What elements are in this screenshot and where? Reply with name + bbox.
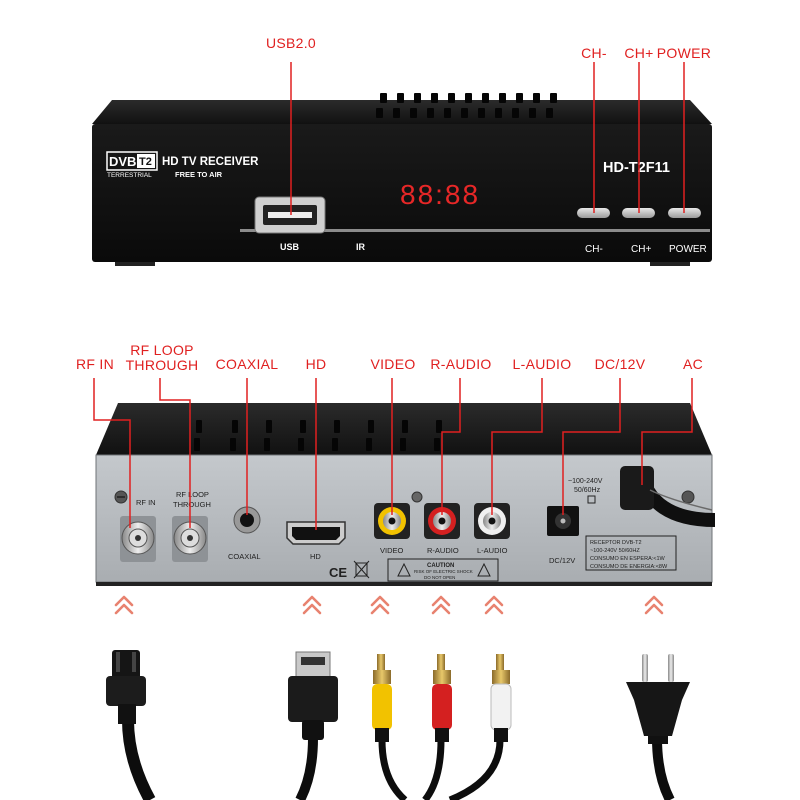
- screw-icon: [411, 491, 423, 503]
- power-button-label: POWER: [669, 244, 707, 255]
- eu-power-plug: [626, 654, 690, 800]
- spec-line-1: RECEPTOR DVB-T2: [590, 540, 642, 546]
- hdmi-cable-plug: [288, 651, 338, 800]
- rf-loop-panel-label-2: THROUGH: [173, 500, 211, 509]
- caution-line-2: DO NOT OPEN: [424, 575, 455, 580]
- receiver-top-face: [92, 100, 712, 124]
- rf-loop-callout-label: RF LOOP THROUGH: [125, 342, 199, 373]
- ch-plus-button-label: CH+: [631, 244, 651, 255]
- chevron-up-icon: [302, 595, 322, 615]
- model-name: HD-T2F11: [603, 160, 670, 176]
- rf-loop-panel-label-1: RF LOOP: [176, 490, 209, 499]
- ch-minus-button-label: CH-: [585, 244, 603, 255]
- spec-line-3: CONSUMO EN ESPERA:<1W: [590, 556, 666, 562]
- coaxial-connector[interactable]: [233, 506, 261, 534]
- usb-callout-label: USB2.0: [265, 35, 317, 51]
- rear-callout-lines: [93, 378, 693, 530]
- rf-in-callout-label: RF IN: [75, 356, 115, 372]
- foot-left: [115, 262, 155, 266]
- power-callout-label: POWER: [656, 45, 712, 61]
- double-insulation-icon: [587, 495, 596, 504]
- hd-panel-label: HD: [310, 552, 321, 561]
- chevron-up-icon: [644, 595, 664, 615]
- t2-logo-box: [137, 154, 155, 168]
- hd-callout-label: HD: [305, 356, 327, 372]
- dvb-logo-box: [106, 151, 158, 171]
- ce-mark: CE: [329, 565, 347, 580]
- chevron-up-icon: [484, 595, 504, 615]
- front-callout-lines: [290, 62, 685, 215]
- power-rating-2: 50/60Hz: [574, 487, 601, 494]
- rf-in-connector[interactable]: [120, 516, 156, 562]
- spec-line-4: CONSUMO DE ENERGIA:<8W: [590, 564, 668, 570]
- hdmi-port[interactable]: [286, 521, 346, 545]
- chevron-up-icon: [370, 595, 390, 615]
- screw-icon: [681, 490, 695, 504]
- receiver-front-view: DVB T2 TERRESTRIAL HD TV RECEIVER FREE T…: [92, 93, 712, 266]
- top-vents: [376, 93, 557, 118]
- dc-panel-label: DC/12V: [549, 556, 575, 565]
- receiver-subtitle: FREE TO AIR: [175, 170, 223, 179]
- rf-cable-plug: [106, 650, 156, 800]
- r-audio-callout-label: R-AUDIO: [430, 356, 492, 372]
- av-cable-plugs: [372, 654, 512, 800]
- usb-label: USB: [280, 242, 300, 252]
- caution-label: [387, 558, 499, 582]
- dvb-logo-text: DVB: [109, 154, 136, 169]
- terrestrial-label: TERRESTRIAL: [107, 172, 152, 179]
- l-audio-panel-label: L-AUDIO: [477, 546, 508, 555]
- coaxial-panel-label: COAXIAL: [228, 552, 261, 561]
- coaxial-callout-label: COAXIAL: [215, 356, 279, 372]
- caution-line-1: RISK OF ELECTRIC SHOCK: [414, 569, 473, 574]
- ac-callout-label: AC: [682, 356, 704, 372]
- l-audio-callout-label: L-AUDIO: [512, 356, 572, 372]
- video-rca-jack[interactable]: [374, 503, 410, 539]
- ac-power-cord: [620, 466, 716, 527]
- caution-title: CAUTION: [427, 563, 454, 569]
- receiver-front-face: [92, 124, 712, 262]
- chevron-up-icon: [431, 595, 451, 615]
- dc-callout-label: DC/12V: [594, 356, 646, 372]
- t2-logo-text: T2: [139, 156, 152, 168]
- ch-plus-callout-label: CH+: [624, 45, 654, 61]
- r-audio-rca-jack[interactable]: [424, 503, 460, 539]
- dc-12v-jack[interactable]: [547, 506, 579, 536]
- rf-in-panel-label: RF IN: [136, 498, 156, 507]
- video-panel-label: VIDEO: [380, 546, 404, 555]
- ir-label: IR: [356, 242, 366, 252]
- receiver-title: HD TV RECEIVER: [162, 156, 259, 168]
- r-audio-panel-label: R-AUDIO: [427, 546, 459, 555]
- rf-loop-connector[interactable]: [172, 516, 208, 562]
- weee-bin-icon: [353, 560, 370, 579]
- ch-minus-callout-label: CH-: [581, 45, 607, 61]
- rear-bottom-edge: [96, 582, 712, 586]
- video-callout-label: VIDEO: [370, 356, 416, 372]
- l-audio-rca-jack[interactable]: [474, 503, 510, 539]
- foot-right: [650, 262, 690, 266]
- receiver-rear-view: RF IN RF LOOP THROUGH COAXIAL HD: [95, 403, 716, 586]
- led-display: 88:88: [400, 179, 480, 210]
- spec-line-2: ~100-240V 50/60HZ: [590, 548, 640, 554]
- rear-top-vents: [194, 420, 442, 451]
- usb-port[interactable]: [254, 196, 326, 234]
- spec-sticker: [585, 535, 677, 571]
- front-trim: [240, 229, 710, 232]
- upward-chevrons: [114, 595, 664, 615]
- chevron-up-icon: [114, 595, 134, 615]
- power-rating-1: ~100-240V: [568, 478, 603, 485]
